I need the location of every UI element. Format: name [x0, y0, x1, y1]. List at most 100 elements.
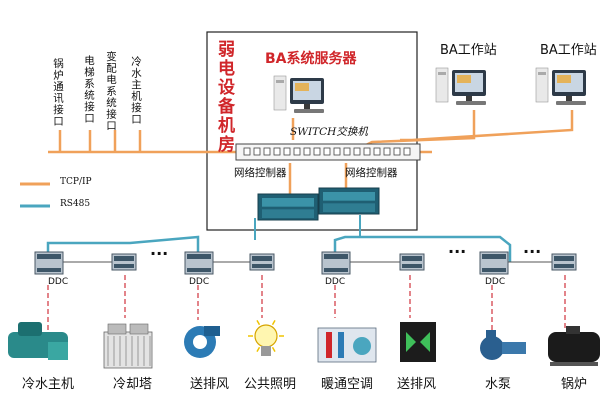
ahu-coil — [326, 332, 332, 358]
monitor-stand — [566, 96, 572, 101]
device-label-chiller: 冷水主机 — [22, 377, 75, 392]
keyboard — [294, 109, 324, 113]
keyboard — [556, 101, 586, 105]
chiller-end — [48, 342, 68, 360]
rs485-right-bus — [333, 235, 512, 263]
io-module-icon — [249, 253, 275, 271]
module-top — [37, 254, 61, 259]
network-controller-icon — [318, 187, 380, 215]
module-bottom — [402, 264, 422, 268]
device-label-ventilation-1: 送排风 — [190, 377, 230, 392]
exhaust-body — [400, 322, 436, 362]
chiller-icon — [8, 322, 68, 360]
ddc-label-4: DDC — [485, 277, 506, 287]
tcp-ws2-link — [400, 110, 574, 142]
tower-case — [535, 67, 549, 103]
io-module-icon — [551, 253, 577, 271]
module-top — [114, 256, 134, 261]
hvac-unit-icon — [317, 327, 377, 363]
switch-port — [323, 147, 331, 156]
ddc-label-3: DDC — [325, 277, 346, 287]
ddc-label-2: DDC — [189, 277, 210, 287]
module-top — [252, 256, 272, 261]
ahu-coil — [338, 332, 344, 358]
module-top — [402, 256, 422, 261]
exhaust-vane — [420, 332, 430, 352]
ellipsis-3: ··· — [523, 242, 542, 261]
switch-port — [253, 147, 261, 156]
ddc-module-icon — [184, 251, 214, 275]
device-label-cooling-tower: 冷却塔 — [113, 377, 153, 392]
board-terminal-strip — [323, 203, 375, 212]
module-bottom — [252, 264, 272, 268]
interface-label-power: 变配电系统接口 — [105, 51, 118, 132]
monitor-stand — [304, 104, 310, 109]
desktop-computer-icon — [535, 67, 586, 105]
pump-motor — [502, 342, 526, 354]
server-label: BA系统服务器 — [265, 51, 357, 67]
tower-bay — [538, 72, 546, 75]
light-bulb-icon — [248, 320, 284, 356]
module-top — [324, 254, 348, 259]
exhaust-unit-icon — [400, 322, 436, 362]
tower-fan — [107, 323, 127, 335]
switch-port — [243, 147, 251, 156]
tower-bay — [276, 80, 284, 83]
switch-port — [343, 147, 351, 156]
board-terminal-strip — [323, 192, 375, 201]
water-pump-icon — [480, 330, 526, 360]
ahu-fan — [353, 337, 371, 355]
module-top — [187, 254, 211, 259]
cooling-tower-icon — [103, 323, 153, 369]
bulb-ray — [271, 320, 276, 326]
controller-label-left: 网络控制器 — [234, 167, 287, 179]
room-title: 弱电设备机房 — [214, 40, 234, 154]
module-bottom — [114, 264, 134, 268]
desktop-computer-icon — [435, 67, 486, 105]
rs485-left-bus — [46, 235, 200, 265]
boiler-shell — [548, 332, 600, 362]
pump-volute — [480, 336, 504, 360]
module-bottom — [482, 268, 506, 272]
switch-port — [293, 147, 301, 156]
module-bottom — [554, 264, 574, 268]
tower-body — [103, 331, 153, 369]
tower-case — [435, 67, 449, 103]
tower-case — [273, 75, 287, 111]
bulb-ray — [271, 346, 276, 352]
fan-outlet — [204, 326, 220, 336]
ddc-label-1: DDC — [48, 277, 69, 287]
workstation-label-1: BA工作站 — [440, 43, 497, 58]
switch-port — [273, 147, 281, 156]
chiller-motor — [18, 322, 42, 336]
equipment-room-box — [206, 31, 418, 231]
ddc-module-icon — [479, 251, 509, 275]
switch-port — [373, 147, 381, 156]
keyboard — [456, 101, 486, 105]
screen-window — [457, 75, 471, 83]
device-label-hvac: 暖通空调 — [321, 377, 374, 392]
screen-window — [557, 75, 571, 83]
interface-label-boiler: 锅炉通讯接口 — [52, 58, 65, 127]
module-bottom — [187, 268, 211, 272]
switch-port — [283, 147, 291, 156]
ventilation-fan-icon — [184, 326, 220, 358]
tower-bay — [438, 72, 446, 75]
module-bottom — [37, 268, 61, 272]
device-label-ventilation-2: 送排风 — [397, 377, 437, 392]
switch-port — [313, 147, 321, 156]
switch-port — [303, 147, 311, 156]
bulb-base — [261, 346, 271, 356]
switch-port — [333, 147, 341, 156]
switch-port — [263, 147, 271, 156]
bulb-ray — [256, 346, 261, 352]
switch-port — [383, 147, 391, 156]
legend-rs485-label: RS485 — [60, 199, 91, 209]
board-terminal-strip — [262, 209, 314, 218]
network-controller-icon — [257, 193, 319, 221]
tower-fan — [129, 323, 149, 335]
pump-outlet — [486, 330, 496, 338]
device-label-pump: 水泵 — [485, 377, 512, 392]
